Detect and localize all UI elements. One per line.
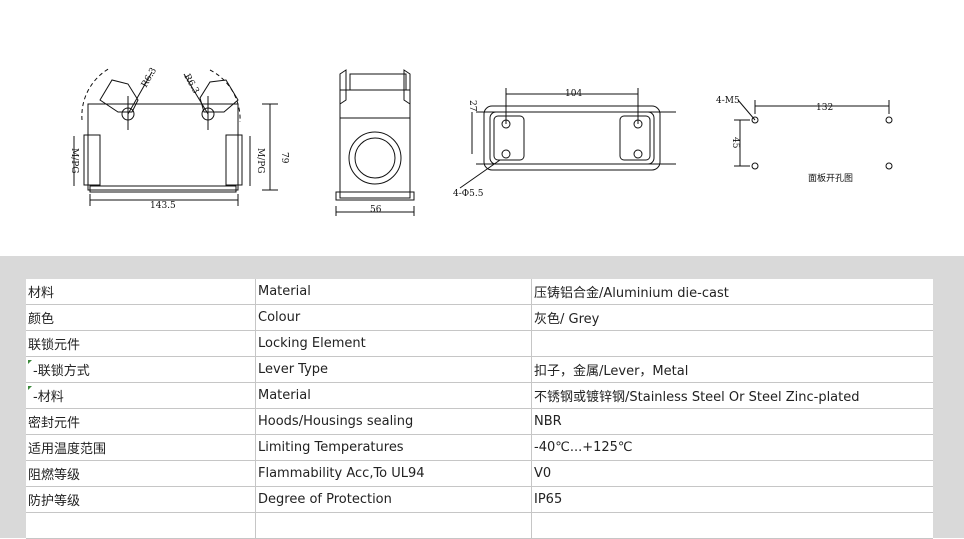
panel-cutout-view — [734, 99, 893, 170]
table-row — [26, 512, 933, 539]
table-row: 颜色 Colour 灰色/ Grey — [26, 304, 933, 331]
comment-marker-icon — [28, 386, 32, 390]
cell-cn: -联锁方式 — [33, 364, 90, 379]
cell-value: IP65 — [531, 486, 933, 513]
cell-cn: 材料 — [26, 279, 256, 305]
table-row: 阻燃等级 Flammability Acc,To UL94 V0 — [26, 460, 933, 487]
cell-value: NBR — [531, 408, 933, 435]
width-label-view2: 56 — [370, 205, 382, 215]
cell-en: Colour — [255, 304, 532, 331]
drawing-svg: R6.3 R6.3 143.5 79 M/PG M/PG 56 104 27 4… — [69, 66, 893, 216]
holes-label-view4: 4-M5 — [716, 96, 740, 106]
cell-value: 不锈钢或镀锌钢/Stainless Steel Or Steel Zinc-pl… — [531, 382, 933, 409]
cell-cn: 适用温度范围 — [26, 434, 256, 461]
cell-cn: -材料 — [33, 390, 64, 405]
cell-en: Locking Element — [255, 330, 532, 357]
cell-value — [531, 330, 933, 357]
cell-cn: 颜色 — [26, 304, 256, 331]
cell-cn-wrapper: -材料 — [26, 382, 256, 409]
cell-cn: 密封元件 — [26, 408, 256, 435]
cell-cn-wrapper: -联锁方式 — [26, 356, 256, 383]
cell-value: 压铸铝合金/Aluminium die-cast — [531, 279, 933, 305]
width-label-view1: 143.5 — [150, 201, 176, 211]
top-view — [459, 88, 676, 189]
table-row: -联锁方式 Lever Type 扣子，金属/Lever，Metal — [26, 356, 933, 383]
cell-cn: 防护等级 — [26, 486, 256, 513]
cell-value: 扣子，金属/Lever，Metal — [531, 356, 933, 383]
cell-en: Material — [255, 382, 532, 409]
cell-en: Limiting Temperatures — [255, 434, 532, 461]
cell-value: 灰色/ Grey — [531, 304, 933, 331]
panel-cutout-caption: 面板开孔图 — [808, 172, 853, 184]
table-row: 防护等级 Degree of Protection IP65 — [26, 486, 933, 513]
cell-cn — [26, 512, 256, 539]
comment-marker-icon — [28, 360, 32, 364]
table-row: 材料 Material 压铸铝合金/Aluminium die-cast — [26, 279, 933, 305]
cell-cn: 阻燃等级 — [26, 460, 256, 487]
cell-value: V0 — [531, 460, 933, 487]
table-row: 适用温度范围 Limiting Temperatures -40℃...+125… — [26, 434, 933, 461]
cell-value: -40℃...+125℃ — [531, 434, 933, 461]
cell-cn: 联锁元件 — [26, 330, 256, 357]
thread-label-left: M/PG — [69, 148, 79, 174]
side-view — [73, 67, 278, 206]
cell-en — [255, 512, 532, 539]
thread-label-right: M/PG — [255, 148, 265, 174]
height-label-view4: 45 — [730, 137, 740, 149]
spec-table: 材料 Material 压铸铝合金/Aluminium die-cast 颜色 … — [26, 279, 933, 539]
table-row: 联锁元件 Locking Element — [26, 330, 933, 357]
cell-en: Degree of Protection — [255, 486, 532, 513]
cell-en: Hoods/Housings sealing — [255, 408, 532, 435]
holes-label-view3: 4-Φ5.5 — [453, 189, 484, 199]
cell-en: Lever Type — [255, 356, 532, 383]
height-label-view3: 27 — [467, 100, 477, 112]
height-label-view1: 79 — [279, 152, 289, 164]
table-row: -材料 Material 不锈钢或镀锌钢/Stainless Steel Or … — [26, 382, 933, 409]
table-row: 密封元件 Hoods/Housings sealing NBR — [26, 408, 933, 435]
technical-drawing: R6.3 R6.3 143.5 79 M/PG M/PG 56 104 27 4… — [0, 0, 964, 256]
radius-label-right: R6.3 — [181, 73, 200, 97]
cell-en: Flammability Acc,To UL94 — [255, 460, 532, 487]
radius-label-left: R6.3 — [140, 66, 159, 90]
width-label-view3: 104 — [565, 89, 582, 99]
cell-value — [531, 512, 933, 539]
width-label-view4: 132 — [816, 103, 833, 113]
front-view — [335, 69, 415, 216]
cell-en: Material — [255, 279, 532, 305]
